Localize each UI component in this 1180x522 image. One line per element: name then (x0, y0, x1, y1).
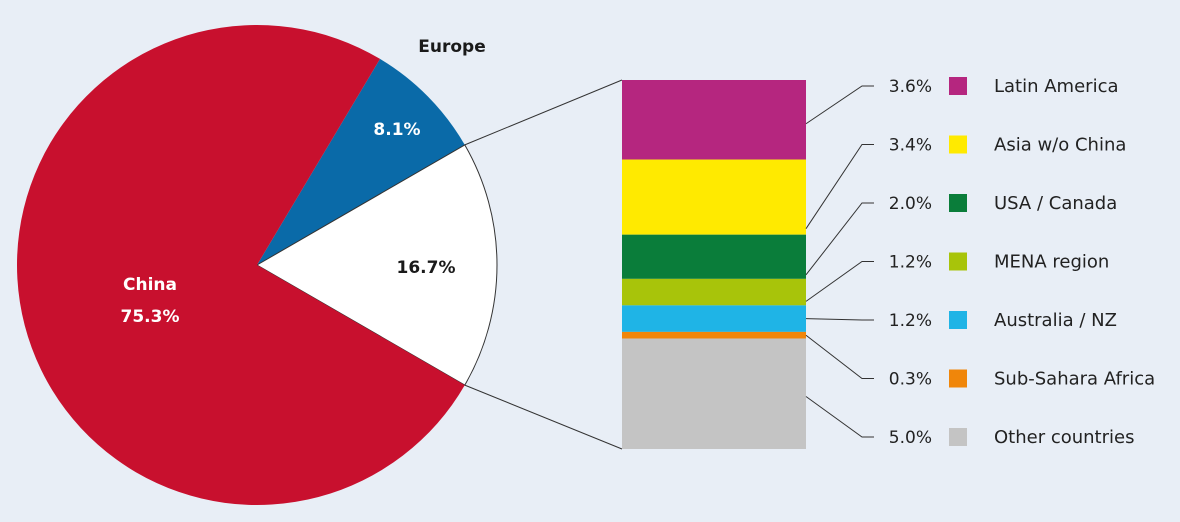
pie-slice-other-regions (256, 144, 498, 386)
legend: 3.6% Latin America 3.4% Asia w/o China 2.0% U… (805, 76, 1155, 448)
legend-label-asia-w-o-china: Asia w/o China (994, 135, 1126, 156)
pie-slice-china (16, 24, 465, 505)
legend-value-asia-w-o-china: 3.4% (889, 136, 932, 156)
pie-label-europe: Europe (418, 37, 485, 57)
bar-segment-asia-w-o-china (622, 159, 806, 235)
pie-value-china: 75.3% (121, 307, 180, 327)
legend-label-other-countries: Other countries (994, 427, 1134, 448)
connector-lines (464, 79, 623, 450)
legend-label-sub-sahara-africa: Sub-Sahara Africa (994, 369, 1155, 390)
legend-value-mena-region: 1.2% (889, 253, 932, 273)
leader-line-latin-america (805, 85, 874, 125)
bar-segment-usa-canada (622, 234, 806, 279)
legend-value-sub-sahara-africa: 0.3% (889, 370, 932, 390)
leader-line-other-countries (805, 396, 874, 438)
bar-segment-other-countries (622, 338, 806, 449)
pie-value-other-regions: 16.7% (397, 258, 456, 278)
legend-label-latin-america: Latin America (994, 76, 1119, 97)
pie-chart: China 75.3% 8.1% Europe 16.7% (16, 24, 498, 505)
leader-line-asia-w-o-china (805, 144, 874, 229)
legend-label-usa-canada: USA / Canada (994, 193, 1117, 214)
connector-top (464, 79, 623, 146)
pie-label-china: China (123, 275, 177, 295)
leader-line-mena-region (805, 261, 874, 302)
stacked-bar (622, 80, 806, 449)
legend-value-usa-canada: 2.0% (889, 194, 932, 214)
bar-segment-australia-nz (622, 305, 806, 332)
legend-swatch-sub-sahara-africa (949, 369, 967, 388)
legend-label-australia-nz: Australia / NZ (994, 310, 1117, 331)
legend-swatch-usa-canada (949, 194, 967, 212)
legend-swatch-asia-w-o-china (949, 135, 967, 154)
bar-segment-mena-region (622, 278, 806, 306)
legend-swatch-australia-nz (949, 311, 967, 329)
legend-value-latin-america: 3.6% (889, 77, 932, 97)
legend-label-mena-region: MENA region (994, 252, 1109, 273)
leader-line-australia-nz (805, 318, 874, 321)
legend-swatch-latin-america (949, 77, 967, 95)
legend-value-australia-nz: 1.2% (889, 311, 932, 331)
legend-value-other-countries: 5.0% (889, 428, 932, 448)
bar-segment-latin-america (622, 80, 806, 160)
pie-value-europe: 8.1% (373, 120, 420, 140)
bar-segment-sub-sahara-africa (622, 331, 806, 339)
legend-swatch-mena-region (949, 252, 967, 271)
pie-slice-europe (257, 58, 465, 266)
leader-line-sub-sahara-africa (805, 334, 874, 379)
leader-line-usa-canada (805, 202, 874, 276)
legend-swatch-other-countries (949, 428, 967, 446)
connector-bottom (464, 384, 623, 450)
